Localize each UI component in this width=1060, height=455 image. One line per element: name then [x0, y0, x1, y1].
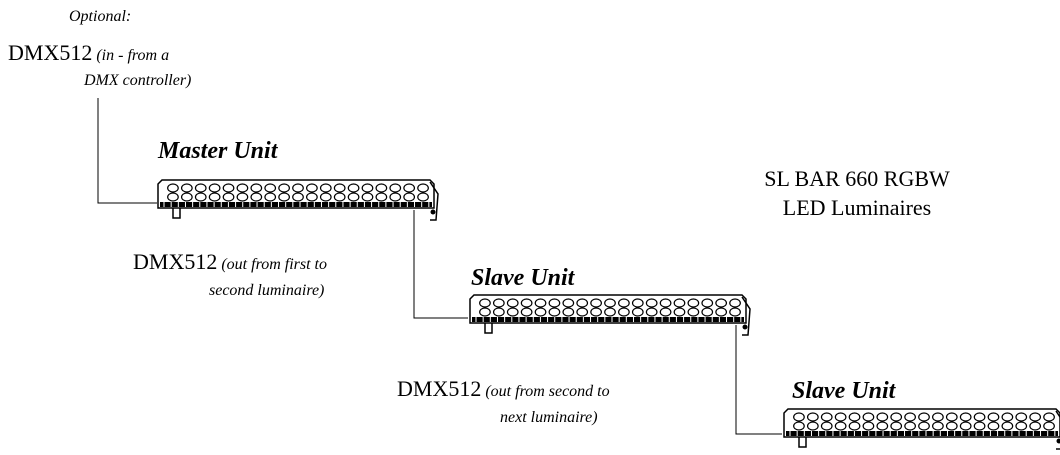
- dmx-link-1-detail-1: (out from first to: [221, 256, 327, 273]
- product-title-line1: SL BAR 660 RGBW: [764, 166, 950, 191]
- slave-unit-1-label: Slave Unit: [471, 265, 575, 291]
- dmx-link-1-cable: [413, 210, 468, 319]
- dmx-input-detail-2: DMX controller): [84, 72, 192, 89]
- dmx-link-2-cable: [735, 325, 782, 435]
- dmx-cables: [97, 98, 782, 435]
- dmx-link-2-label: DMX512 (out from second to: [397, 376, 610, 401]
- luminaire-bars: [157, 179, 1060, 450]
- dmx-link-2-detail-1: (out from second to: [485, 383, 610, 400]
- product-title-line2: LED Luminaires: [782, 195, 932, 220]
- slave-unit-1-bar: [469, 294, 751, 336]
- dmx-input-label: DMX512 (in - from a: [8, 40, 169, 65]
- slave-unit-2-bar: [783, 408, 1060, 450]
- master-unit-label: Master Unit: [158, 138, 278, 164]
- optional-label: Optional:: [69, 8, 132, 25]
- master-unit-bar: [157, 179, 439, 221]
- slave-unit-2-label: Slave Unit: [792, 378, 896, 404]
- dmx-link-1-label: DMX512 (out from first to: [133, 249, 327, 274]
- dmx-link-1-detail-2: second luminaire): [209, 282, 325, 299]
- dmx-input-name: DMX512: [8, 40, 93, 65]
- dmx-link-2-name: DMX512: [397, 376, 482, 401]
- dmx-input-cable: [97, 98, 157, 204]
- dmx-link-1-name: DMX512: [133, 249, 218, 274]
- dmx-input-detail-1: (in - from a: [96, 47, 170, 64]
- dmx-link-2-detail-2: next luminaire): [500, 409, 598, 426]
